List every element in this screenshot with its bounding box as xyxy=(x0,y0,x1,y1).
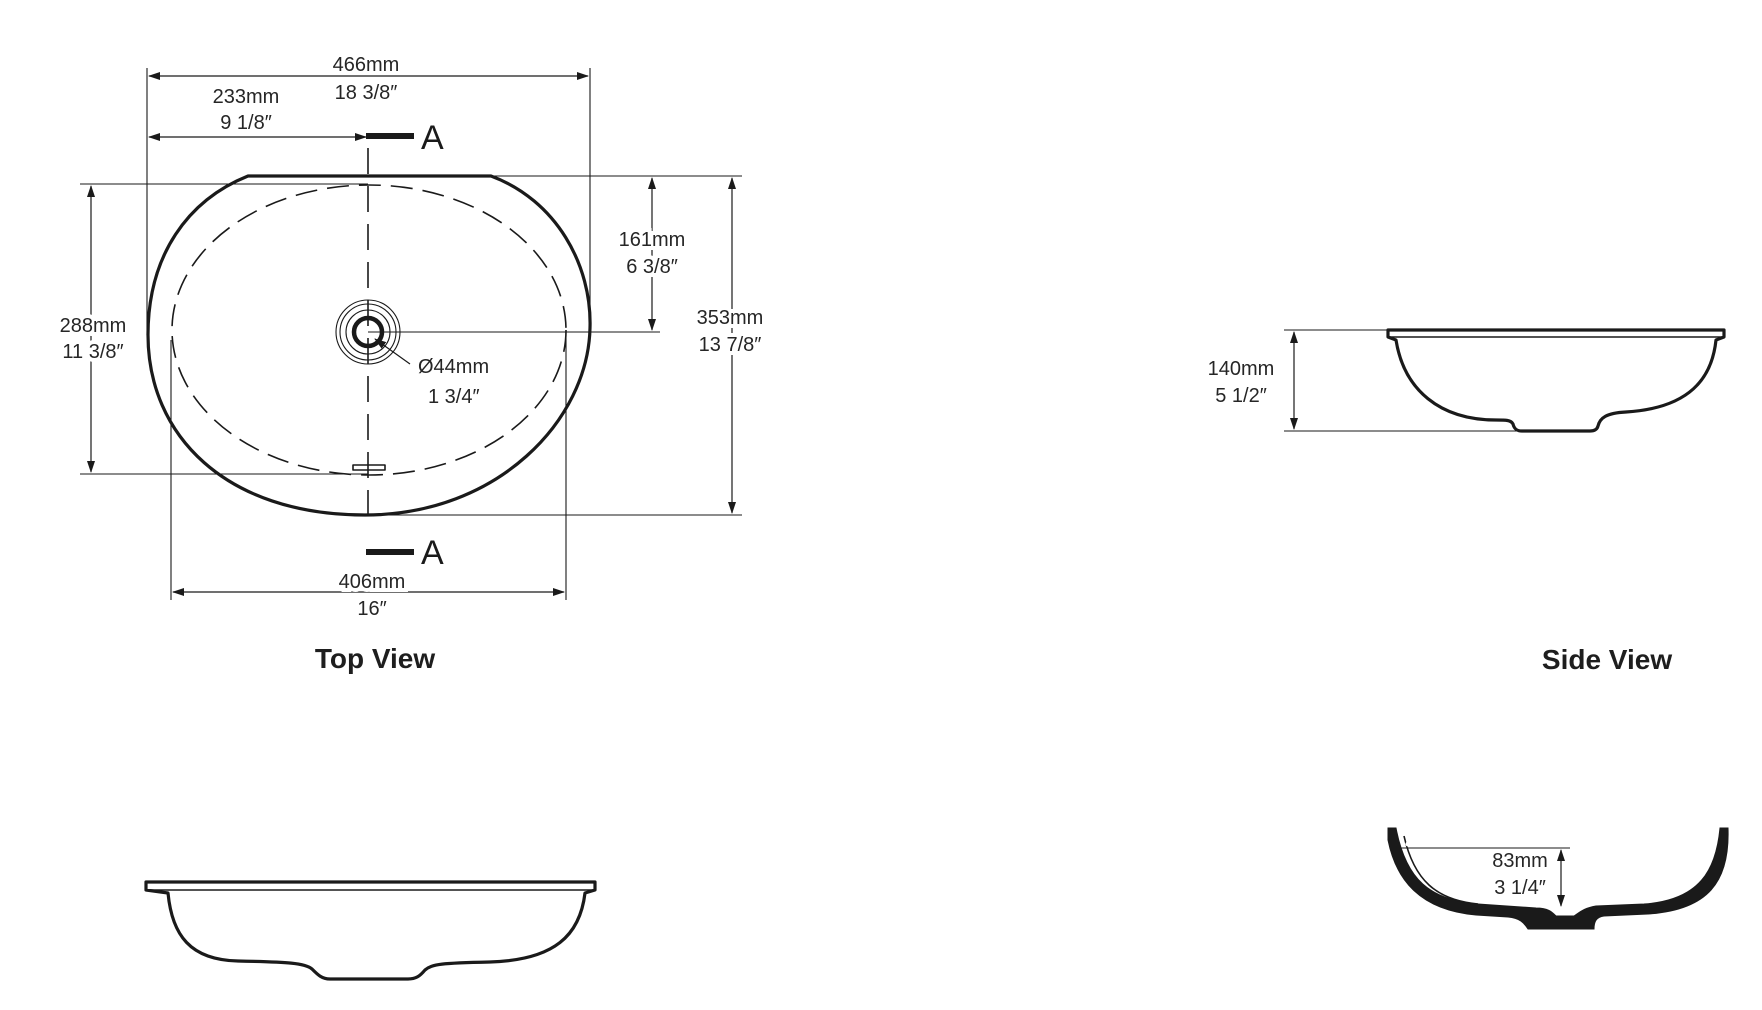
overall-width-mm: 466mm xyxy=(333,54,400,76)
bowl-depth-mm: 288mm xyxy=(60,315,127,337)
half-width-inch: 9 1/8″ xyxy=(220,112,272,134)
top-view-bowl-hidden-line xyxy=(171,184,567,476)
section-depth-inch: 3 1/4″ xyxy=(1494,877,1546,899)
bowl-depth-inch: 11 3/8″ xyxy=(62,341,123,363)
half-width-mm: 233mm xyxy=(213,86,280,108)
side-view-title: Side View xyxy=(1542,644,1672,675)
overall-depth-mm: 353mm xyxy=(697,307,764,329)
overflow-slot xyxy=(352,464,386,471)
drain-offset-mm: 161mm xyxy=(619,229,686,251)
overall-width-inch: 18 3/8″ xyxy=(335,82,398,104)
front-view-outline xyxy=(144,880,597,981)
section-cut-marker-icon: A xyxy=(366,119,444,157)
top-view-outer-outline xyxy=(146,174,592,517)
bowl-width-mm: 406mm xyxy=(339,571,406,593)
side-view: 140mm 5 1/2″ Side View xyxy=(1208,328,1726,675)
bowl-width-inch: 16″ xyxy=(357,598,386,620)
drain-diameter-mm: Ø44mm xyxy=(418,356,489,378)
section-view-wall xyxy=(1387,827,1729,930)
top-view: A A 466mm 18 3/8″ 233mm 9 1/8″ 288mm 11 … xyxy=(56,54,768,674)
front-view xyxy=(144,880,597,981)
section-view-inner xyxy=(1403,835,1479,905)
side-height-mm: 140mm xyxy=(1208,358,1275,380)
section-depth-mm: 83mm xyxy=(1492,850,1548,872)
section-cut-marker-icon: A xyxy=(366,534,444,572)
side-view-outline xyxy=(1386,328,1726,433)
drain-offset-inch: 6 3/8″ xyxy=(626,256,678,278)
side-height-inch: 5 1/2″ xyxy=(1215,385,1267,407)
section-view: 83mm 3 1/4″ xyxy=(1387,827,1729,930)
drain-diameter-inch: 1 3/4″ xyxy=(428,386,480,408)
section-marker-top-label: A xyxy=(421,119,444,157)
section-overflow-hole xyxy=(1405,841,1411,847)
section-marker-bottom-label: A xyxy=(421,534,444,572)
drain-diameter-leader xyxy=(374,338,411,365)
top-view-title: Top View xyxy=(315,643,436,674)
overall-depth-inch: 13 7/8″ xyxy=(699,334,762,356)
